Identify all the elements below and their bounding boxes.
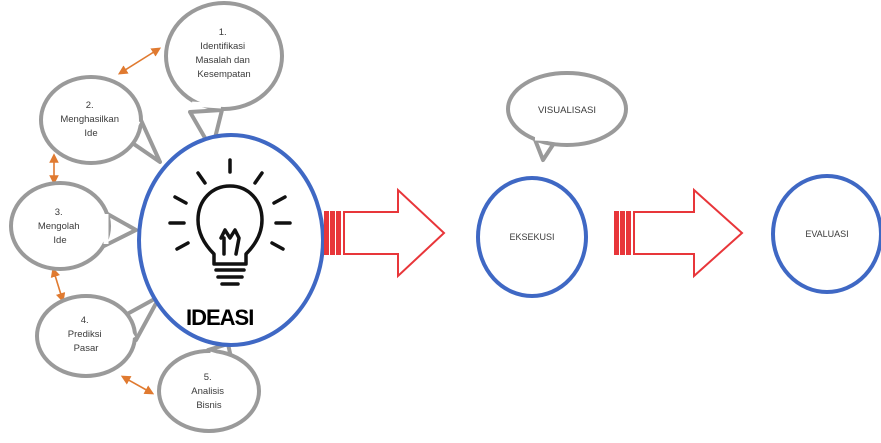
connector-4-5 (120, 375, 155, 395)
svg-text:4. Prediksi Pasar: 4. Prediksi Pasar (68, 315, 104, 354)
visualisasi-bubble: VISUALISASI (506, 71, 628, 162)
visualisasi-label: VISUALISASI (538, 105, 596, 116)
speech-bubble-1: 1. Identifikasi Masalah dan Kesempatan (164, 1, 284, 152)
red-arrow-1 (324, 187, 446, 279)
bubble-1-line-2: Identifikasi (200, 41, 245, 52)
svg-text:2. Menghasilkan Id: 2. Menghasilkan Ide (60, 100, 121, 139)
connector-3-4 (50, 267, 66, 303)
bubble-3-line-1: 3. (55, 207, 63, 218)
speech-bubble-3: 3. Mengolah Ide (9, 181, 138, 271)
evaluasi-circle (771, 174, 881, 294)
red-arrow-2 (614, 187, 744, 279)
bubble-3-line-2: Mengolah (38, 221, 80, 232)
evaluasi-label: EVALUASI (805, 229, 848, 239)
lightbulb-icon (168, 158, 292, 286)
ideasi-label: IDEASI (186, 305, 253, 330)
bubble-5-line-1: 5. (204, 372, 212, 383)
bubble-connectors (49, 47, 162, 395)
svg-text:1. Identifikasi Ma: 1. Identifikasi Masalah dan Kesempatan (195, 27, 252, 80)
bubble-1-line-4: Kesempatan (197, 69, 250, 80)
speech-bubble-4: 4. Prediksi Pasar (35, 294, 162, 378)
bubble-5-line-2: Analisis (191, 386, 224, 397)
bubble-2-line-3: Ide (84, 128, 97, 139)
bubble-1-line-1: 1. (219, 27, 227, 38)
eksekusi-circle (476, 176, 588, 298)
bubble-5-line-3: Bisnis (196, 400, 222, 411)
speech-bubble-5: 5. Analisis Bisnis (157, 342, 261, 433)
bubble-1-line-3: Masalah dan (195, 55, 249, 66)
bubble-4-line-2: Prediksi (68, 329, 102, 340)
bubble-3-line-3: Ide (53, 235, 66, 246)
speech-bubble-2: 2. Menghasilkan Ide (39, 75, 162, 165)
bubble-4-line-1: 4. (81, 315, 89, 326)
svg-text:3. Mengolah Ide: 3. Mengolah Ide (38, 207, 82, 246)
bubble-2-line-2: Menghasilkan (60, 114, 119, 125)
connector-1-2 (117, 47, 162, 75)
bubble-4-line-3: Pasar (74, 343, 99, 354)
eksekusi-label: EKSEKUSI (509, 232, 554, 242)
ideasi-circle (137, 133, 325, 347)
svg-text:5. Analisis Bisnis: 5. Analisis Bisnis (191, 372, 226, 411)
bubble-2-line-1: 2. (86, 100, 94, 111)
